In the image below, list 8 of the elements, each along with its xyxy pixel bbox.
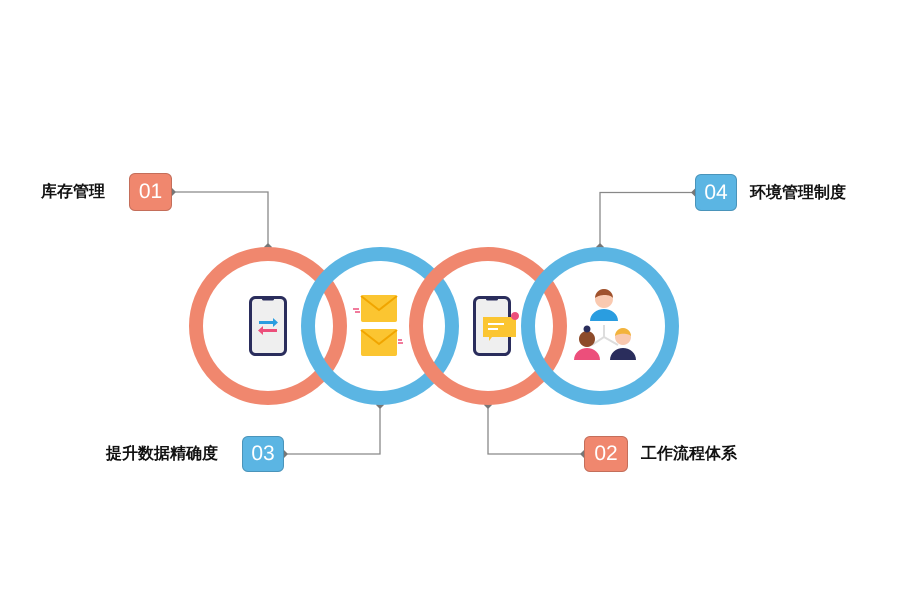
step-title: 库存管理 (41, 182, 105, 202)
number-badge: 03 (242, 436, 284, 472)
number-badge: 01 (129, 173, 172, 211)
number-badge: 04 (695, 174, 737, 211)
step-title: 环境管理制度 (750, 182, 846, 203)
number-badge: 02 (584, 436, 628, 472)
step-title: 提升数据精确度 (106, 444, 218, 464)
step-title: 工作流程体系 (641, 444, 737, 464)
